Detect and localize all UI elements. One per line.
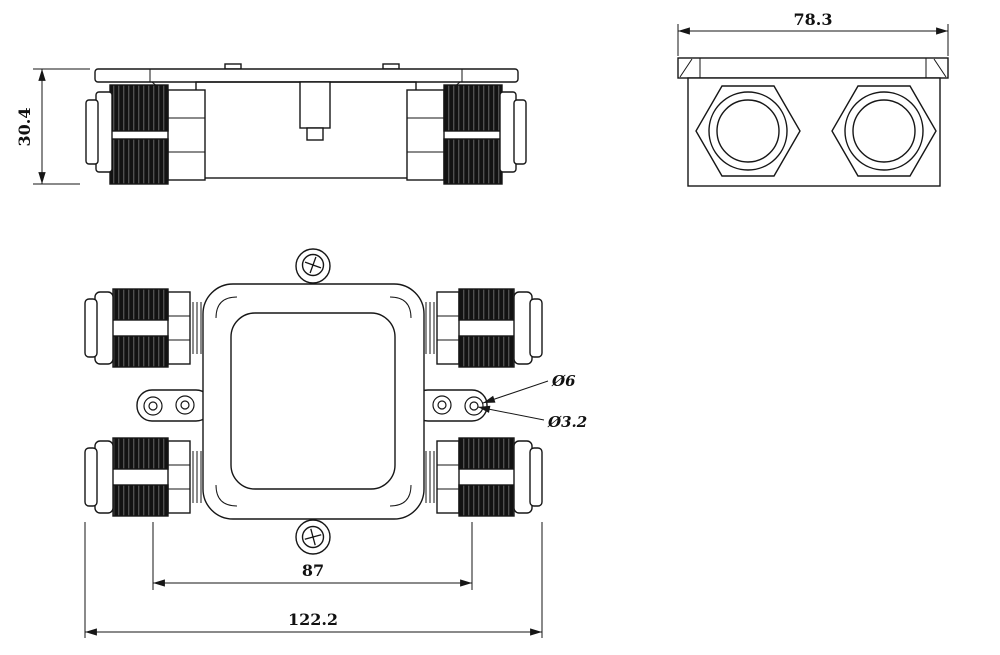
gland-hexagon (831, 85, 937, 177)
gland-hex-nut (406, 89, 445, 181)
knurl-band (458, 288, 515, 321)
leader-line (482, 380, 549, 404)
knurl-band (112, 288, 169, 321)
front-gland-right (406, 84, 527, 185)
top-view: Ø6 Ø3.2 87 122.2 (84, 248, 587, 638)
lid-bump (224, 63, 242, 70)
front-lid (94, 63, 519, 83)
corner-accent (389, 484, 412, 507)
knurl-band (458, 437, 515, 470)
end-gland-right (831, 85, 937, 177)
gland-hex-nut (436, 440, 460, 514)
gland-outer-circle (708, 91, 788, 171)
gland-inner-circle (852, 99, 916, 163)
knurl-band (458, 484, 515, 517)
gland-cap-end (84, 447, 98, 507)
gland-inner-circle (716, 99, 780, 163)
screw-cross-line (309, 256, 317, 274)
knurl-band (458, 335, 515, 368)
lid-bump (382, 63, 400, 70)
end-gland-left (695, 85, 801, 177)
knurl-band (112, 437, 169, 470)
dimension-label-overall-length: 122.2 (288, 610, 338, 629)
gland-hex-nut (167, 440, 191, 514)
top-gland-upper-left (84, 288, 202, 368)
hole-inner-circle (180, 400, 190, 410)
knurl-band (443, 84, 503, 132)
lid-plate (94, 68, 519, 83)
hole-outer-label: Ø6 (551, 372, 576, 390)
front-gland-left (85, 84, 206, 185)
corner-accent (389, 296, 412, 319)
gland-cap-end (84, 298, 98, 358)
mounting-holes-left (143, 395, 195, 416)
gland-outer-circle (844, 91, 924, 171)
knurl-band (112, 484, 169, 517)
gland-hex-nut (436, 291, 460, 365)
screw-cross-line (310, 528, 316, 546)
screw-top (301, 253, 325, 277)
hole-outer-circle (175, 395, 195, 415)
dimension-width: 78.3 (677, 10, 949, 56)
box-lid-inner (230, 312, 396, 490)
hole-outer-circle (143, 396, 163, 416)
knurl-band (443, 138, 503, 185)
center-clip (299, 81, 331, 129)
dimension-label-height: 30.4 (15, 108, 34, 147)
gland-cap-end (529, 298, 543, 358)
gland-hexagon (695, 85, 801, 177)
screw-bottom (301, 525, 325, 549)
hole-outer-circle (432, 395, 452, 415)
gland-hex-nut (167, 89, 206, 181)
corner-chamfer-line (933, 58, 947, 78)
knurl-band (109, 84, 169, 132)
corner-chamfer-line (679, 58, 693, 78)
dimension-label-width: 78.3 (794, 10, 833, 29)
dimension-hole-spacing: 87 (152, 522, 473, 590)
dimension-height: 30.4 (15, 68, 90, 185)
hole-inner-circle (437, 400, 447, 410)
gland-cap-end (85, 99, 99, 165)
top-gland-upper-right (425, 288, 543, 368)
gland-cap-end (529, 447, 543, 507)
end-view: 78.3 (677, 10, 949, 187)
hole-inner-circle (148, 401, 158, 411)
top-gland-lower-left (84, 437, 202, 517)
gland-cap-end (513, 99, 527, 165)
hole-inner-label: Ø3.2 (547, 413, 587, 431)
dimension-label-hole-spacing: 87 (302, 561, 324, 580)
front-view: 30.4 (15, 63, 527, 185)
end-lid-plate (677, 57, 949, 79)
center-clip-tab (306, 127, 324, 141)
corner-accent (215, 296, 238, 319)
gland-hex-nut (167, 291, 191, 365)
dimension-overall-length: 122.2 (84, 522, 543, 638)
leader-line (477, 405, 545, 421)
callout-hole-outer: Ø6 (482, 372, 576, 404)
callout-hole-inner: Ø3.2 (477, 405, 587, 431)
knurl-band (112, 335, 169, 368)
mounting-tab-left (136, 389, 212, 422)
knurl-band (109, 138, 169, 185)
top-gland-lower-right (425, 437, 543, 517)
corner-accent (215, 484, 238, 507)
